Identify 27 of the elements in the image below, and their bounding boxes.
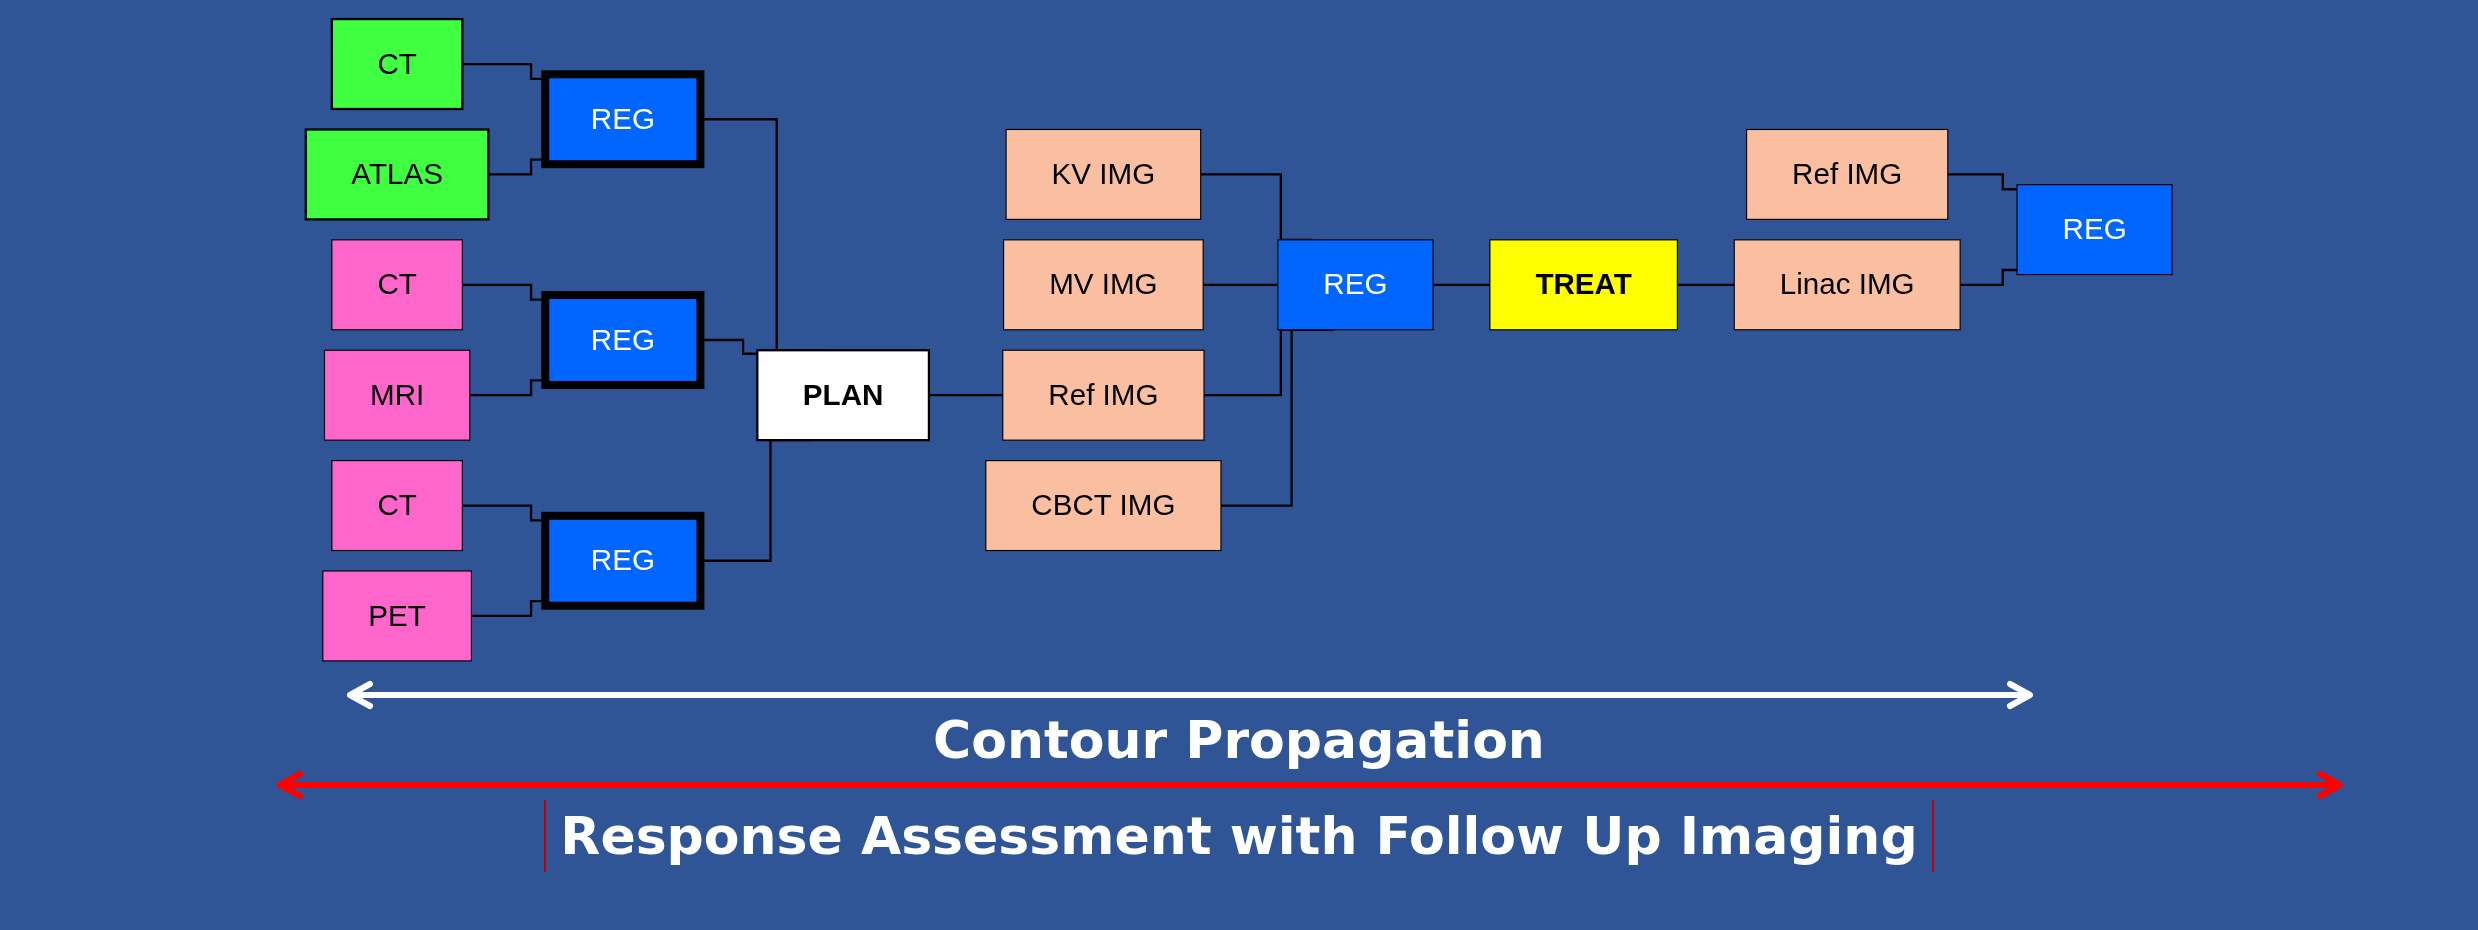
node-box: REG <box>541 511 705 610</box>
node-box: REG <box>541 70 705 169</box>
node-box: KV IMG <box>1005 128 1202 220</box>
node-box: REG <box>2016 184 2173 276</box>
phase-label: Response Assessment with Follow Up Imaging <box>544 800 1934 872</box>
node-box: CT <box>330 17 464 111</box>
connector <box>928 394 1003 397</box>
node-box: CT <box>331 239 463 331</box>
connector <box>1677 283 1735 286</box>
node-box: PET <box>322 570 472 662</box>
node-box: Ref IMG <box>1002 349 1205 441</box>
node-box: PLAN <box>756 349 931 442</box>
node-box: ATLAS <box>304 128 490 221</box>
node-box: CT <box>331 460 463 552</box>
connector <box>1433 283 1490 286</box>
node-box: MV IMG <box>1003 239 1204 331</box>
connector <box>1947 173 2017 191</box>
connector <box>1203 283 1278 286</box>
node-box: Ref IMG <box>1746 128 1949 220</box>
node-box: CBCT IMG <box>985 460 1222 552</box>
connector <box>1960 268 2017 286</box>
node-box: MRI <box>323 349 471 441</box>
phase-label: Contour Propagation <box>933 710 1545 770</box>
node-box: TREAT <box>1489 239 1678 331</box>
node-box: REG <box>541 291 705 389</box>
node-box: REG <box>1277 239 1434 331</box>
node-box: Linac IMG <box>1733 239 1961 331</box>
